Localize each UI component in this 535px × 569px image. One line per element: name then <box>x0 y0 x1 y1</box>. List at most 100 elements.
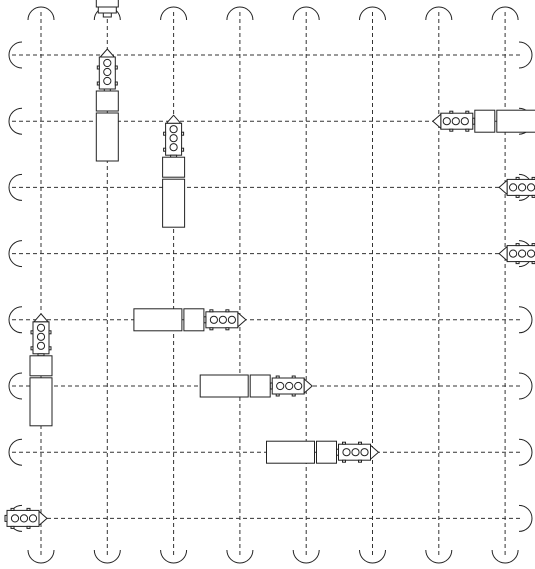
train-up[interactable] <box>96 49 118 161</box>
train-up[interactable] <box>30 314 52 426</box>
train-up[interactable] <box>163 115 185 227</box>
signal-foot <box>49 347 51 350</box>
signal-foot <box>466 129 469 131</box>
train-car <box>267 441 315 463</box>
signal-foot <box>210 328 213 330</box>
signal-lamp <box>343 449 350 456</box>
train-car <box>200 375 248 397</box>
signal-lamp <box>37 324 44 331</box>
signal-lamp <box>286 382 293 389</box>
train-cab <box>96 91 118 111</box>
signal-foot <box>11 526 14 528</box>
train-left[interactable] <box>433 110 535 132</box>
signal-tip <box>499 180 507 194</box>
track-grid <box>12 12 523 557</box>
signal-foot <box>226 328 229 330</box>
signal-foot <box>164 132 166 135</box>
trains-layer <box>5 0 535 528</box>
signal-lamp <box>170 144 177 151</box>
signal-lamp <box>510 184 517 191</box>
train-cab <box>250 375 270 397</box>
edge-cap-right[interactable] <box>519 439 532 465</box>
signal-lamp <box>528 184 535 191</box>
signal-foot <box>182 148 184 151</box>
signal-lamp <box>104 77 111 84</box>
signal-foot <box>450 129 453 131</box>
train-car <box>30 378 52 426</box>
signal-foot <box>466 111 469 113</box>
edge-cap-right[interactable] <box>519 373 532 399</box>
train-car <box>163 179 185 227</box>
train-cab <box>163 157 185 177</box>
signal-foot <box>343 442 346 444</box>
signal-foot <box>115 66 117 69</box>
signal-foot <box>115 82 117 85</box>
signal-tip <box>39 511 47 525</box>
signal-lamp <box>170 135 177 142</box>
signal-foot <box>11 508 14 510</box>
signal-lamp <box>29 515 36 522</box>
signal-mount <box>5 515 7 521</box>
signal-foot <box>292 376 295 378</box>
edge-cap-right[interactable] <box>519 42 532 68</box>
signal-tip <box>238 313 246 327</box>
signal-tip <box>100 49 114 57</box>
train-right[interactable] <box>200 375 312 397</box>
signal-lamp <box>519 250 526 257</box>
signal-foot <box>276 376 279 378</box>
signal-foot <box>450 111 453 113</box>
signal-foot <box>516 244 519 246</box>
signal-lamp <box>11 515 18 522</box>
signal-lamp <box>352 449 359 456</box>
signal-foot <box>516 262 519 264</box>
signal-lamp <box>519 184 526 191</box>
signal-foot <box>516 177 519 179</box>
signal-tip <box>167 115 181 123</box>
signal-tip <box>304 379 312 393</box>
edge-caps <box>9 7 532 563</box>
signal-lamp <box>295 382 302 389</box>
signal-foot <box>27 508 30 510</box>
train-right[interactable] <box>267 441 379 463</box>
train-left[interactable] <box>499 176 535 198</box>
train-right[interactable] <box>134 309 246 331</box>
signal-lamp <box>104 59 111 66</box>
signal-foot <box>276 394 279 396</box>
signal-foot <box>343 460 346 462</box>
signal-lamp <box>37 342 44 349</box>
signal-lamp <box>443 118 450 125</box>
signal-tip <box>34 314 48 322</box>
signal-lamp <box>461 118 468 125</box>
signal-lamp <box>361 449 368 456</box>
edge-cap-right[interactable] <box>519 307 532 333</box>
signal-foot <box>31 331 33 334</box>
signal-foot <box>226 310 229 312</box>
signal-foot <box>359 442 362 444</box>
train-left[interactable] <box>499 244 535 264</box>
signal-lamp <box>510 250 517 257</box>
signal-foot <box>359 460 362 462</box>
signal-foot <box>97 82 99 85</box>
train-head-bar <box>98 7 116 13</box>
signal-tip <box>371 445 379 459</box>
train-car <box>96 0 118 7</box>
signal-lamp <box>228 316 235 323</box>
signal-lamp <box>20 515 27 522</box>
train-car <box>96 113 118 161</box>
signal-lamp <box>37 333 44 340</box>
signal-tip <box>433 114 441 128</box>
train-coupler <box>103 13 111 17</box>
signal-foot <box>292 394 295 396</box>
train-car <box>497 110 535 132</box>
signal-foot <box>31 347 33 350</box>
signal-foot <box>182 132 184 135</box>
signal-tip <box>499 247 507 261</box>
signal-foot <box>27 526 30 528</box>
edge-cap-right[interactable] <box>519 505 532 531</box>
train-down[interactable] <box>96 0 118 17</box>
train-car <box>134 309 182 331</box>
signal-lamp <box>170 126 177 133</box>
signal-lamp <box>210 316 217 323</box>
train-cab <box>30 356 52 376</box>
